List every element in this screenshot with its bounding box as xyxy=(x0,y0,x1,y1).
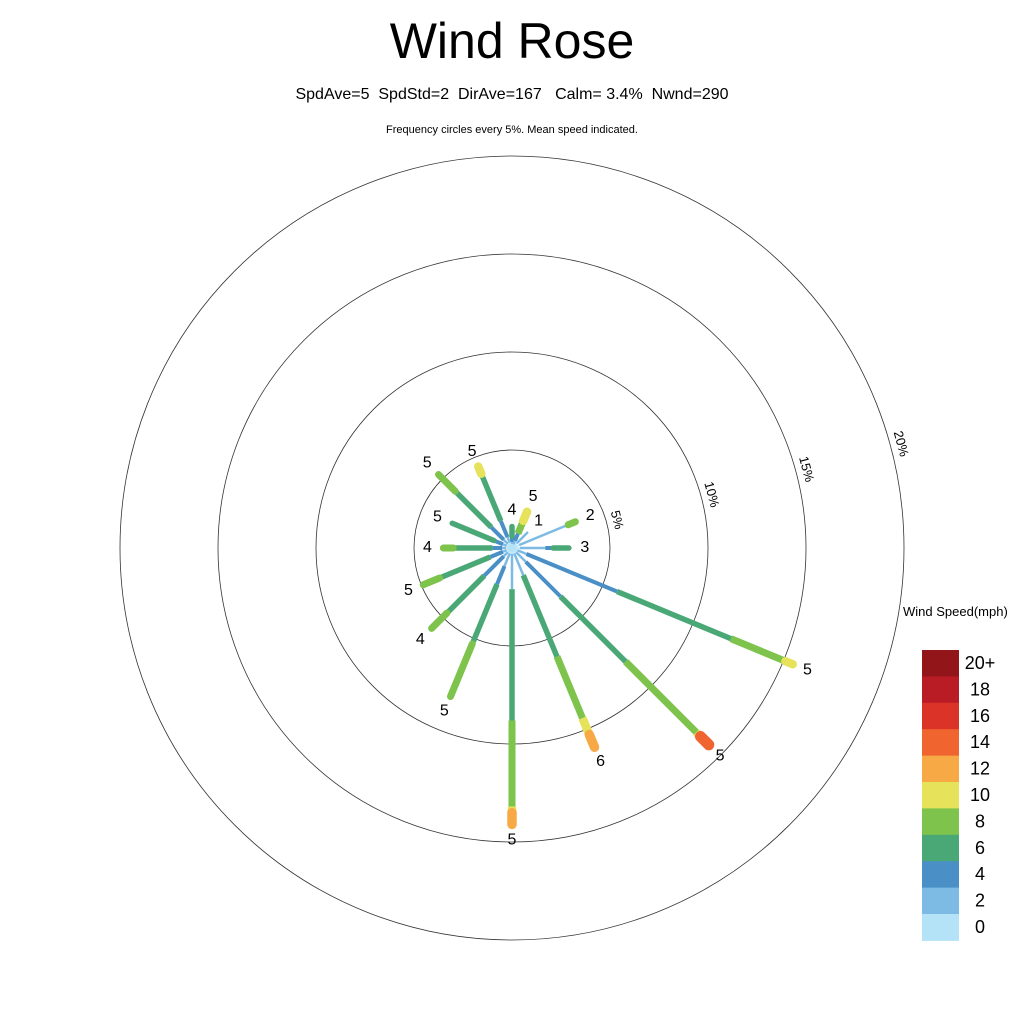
spoke-segment xyxy=(435,471,459,495)
spoke-segment xyxy=(553,655,586,720)
spoke-segment xyxy=(525,552,618,594)
mean-speed-label: 5 xyxy=(716,747,725,764)
spoke-segment xyxy=(482,554,506,578)
spoke-segment xyxy=(519,507,532,526)
mean-speed-label: 5 xyxy=(440,702,449,719)
mean-speed-label: 5 xyxy=(529,488,538,505)
legend-label: 18 xyxy=(970,679,990,699)
spoke-segment xyxy=(453,489,494,530)
spoke-segment xyxy=(524,560,562,598)
legend-title: Wind Speed(mph) xyxy=(903,604,1008,619)
ring-label: 20% xyxy=(891,429,912,458)
frequency-ring xyxy=(119,155,905,941)
spoke-segment xyxy=(520,574,560,658)
spoke-segment xyxy=(473,462,486,479)
legend-swatch xyxy=(922,676,959,704)
legend-swatch xyxy=(922,808,959,836)
legend-swatch xyxy=(922,755,959,783)
legend-swatch xyxy=(922,702,959,730)
legend-label: 12 xyxy=(970,759,990,779)
spoke-segment xyxy=(444,573,487,616)
spoke-segment xyxy=(515,551,527,563)
mean-speed-label: 5 xyxy=(423,454,432,471)
spoke-segment xyxy=(584,729,600,752)
spoke-segment xyxy=(781,657,797,669)
spoke-segment xyxy=(513,552,525,576)
spoke-segment xyxy=(489,525,506,542)
spoke-segment xyxy=(512,540,517,545)
chart-note: Frequency circles every 5%. Mean speed i… xyxy=(386,124,638,136)
legend-swatch xyxy=(922,914,959,941)
spoke-segment xyxy=(449,520,497,544)
spoke-segment xyxy=(513,532,520,542)
speed-legend: Wind Speed(mph) 20+ 18 16 14 12 10 8 6 4 2 0 xyxy=(903,604,1008,941)
spoke-segment xyxy=(502,543,508,547)
spoke-segment xyxy=(503,552,511,567)
direction-spokes xyxy=(419,462,797,830)
legend-label: 8 xyxy=(975,811,985,831)
legend-swatch xyxy=(922,729,959,757)
mean-speed-label: 4 xyxy=(423,539,432,556)
legend-swatch xyxy=(922,887,959,915)
spoke-segment xyxy=(506,536,511,544)
spoke-segment xyxy=(516,549,527,556)
legend-label: 16 xyxy=(970,706,990,726)
spoke-segment xyxy=(419,574,444,589)
mean-speed-label: 4 xyxy=(508,502,517,519)
spoke-segment xyxy=(469,583,500,646)
mean-speed-label: 5 xyxy=(404,582,413,599)
mean-speed-label: 3 xyxy=(580,539,589,556)
spoke-segment xyxy=(623,659,699,735)
legend-label: 6 xyxy=(975,838,985,858)
ring-label: 15% xyxy=(796,455,817,484)
spoke-segment xyxy=(495,565,507,585)
mean-speed-label: 5 xyxy=(433,508,442,525)
legend-swatch xyxy=(922,834,959,862)
spoke-segment xyxy=(498,520,510,538)
legend-label: 4 xyxy=(975,864,985,884)
chart-subtitle: SpdAve=5 SpdStd=2 DirAve=167 Calm= 3.4% … xyxy=(295,86,729,103)
mean-speed-label: 5 xyxy=(803,662,812,679)
mean-speed-label: 5 xyxy=(468,443,477,460)
spoke-segment xyxy=(502,551,509,558)
spoke-segment xyxy=(564,518,579,529)
ring-label: 10% xyxy=(701,480,722,509)
spoke-segment xyxy=(502,549,508,553)
spoke-segment xyxy=(489,549,504,559)
frequency-rings: 5% 10% 15% 20% xyxy=(119,155,912,941)
ring-label: 5% xyxy=(608,509,627,531)
spoke-segment xyxy=(694,730,715,751)
spoke-segment xyxy=(438,554,492,581)
spoke-segment xyxy=(428,609,451,632)
mean-speed-label: 4 xyxy=(416,631,425,648)
legend-swatch xyxy=(922,861,959,889)
mean-speed-label: 1 xyxy=(534,513,543,530)
spoke-segment xyxy=(502,538,509,545)
spoke-segment xyxy=(509,542,513,549)
mean-speed-label: 6 xyxy=(596,753,605,770)
spoke-segment xyxy=(729,635,787,665)
legend-swatch xyxy=(922,782,959,809)
mean-speed-label: 2 xyxy=(586,507,595,524)
legend-label: 0 xyxy=(975,917,985,937)
frequency-ring xyxy=(217,253,807,843)
mean-speed-label: 5 xyxy=(508,832,517,849)
spoke-segment xyxy=(518,523,569,547)
spoke-segment xyxy=(558,594,628,664)
legend-label: 20+ xyxy=(965,653,996,673)
spoke-segment xyxy=(516,531,529,544)
legend-label: 10 xyxy=(970,785,990,805)
legend-label: 14 xyxy=(970,732,990,752)
spoke-segment xyxy=(478,472,504,522)
legend-swatch xyxy=(922,650,959,677)
legend-label: 2 xyxy=(975,891,985,911)
spoke-segment xyxy=(446,640,476,700)
spoke-segment xyxy=(615,588,733,642)
chart-title: Wind Rose xyxy=(389,13,635,69)
